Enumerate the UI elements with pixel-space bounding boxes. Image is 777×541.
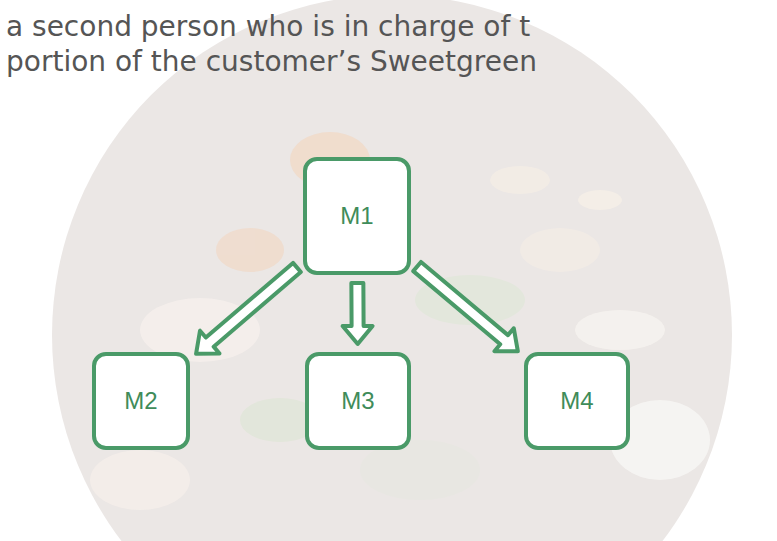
heading-text: a second person who is in charge of t (6, 10, 530, 44)
salad-bowl (52, 0, 732, 541)
block-arrow (343, 283, 373, 344)
heading-text: portion of the customer’s Sweetgreen (6, 45, 537, 79)
process-box: M1 (303, 157, 411, 275)
process-box: M2 (92, 352, 190, 450)
node-label: M2 (124, 387, 157, 415)
node-label: M1 (340, 202, 373, 230)
salad-ingredients (90, 132, 710, 510)
process-box: M3 (305, 352, 411, 450)
block-arrow (413, 262, 518, 351)
block-arrow (196, 263, 301, 354)
node-label: M4 (560, 387, 593, 415)
process-box: M4 (524, 352, 630, 450)
node-label: M3 (341, 387, 374, 415)
